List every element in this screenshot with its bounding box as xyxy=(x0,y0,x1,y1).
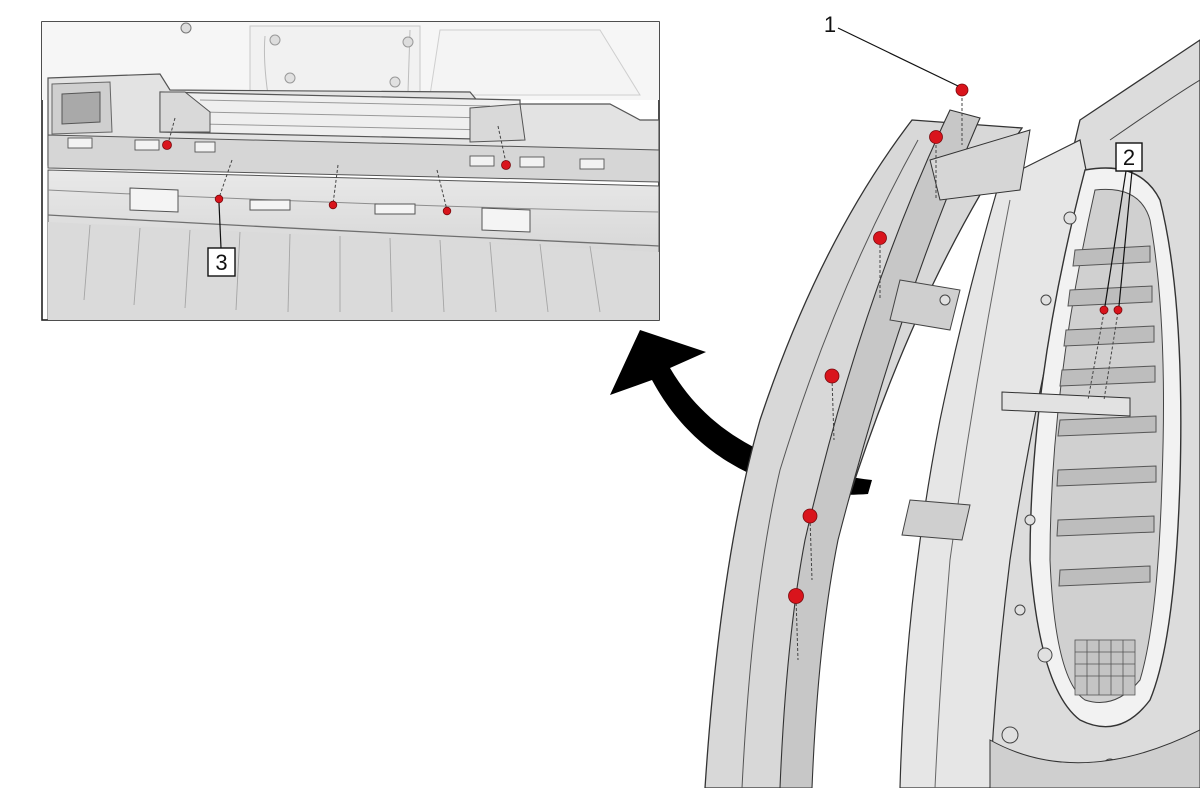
bolt-icon xyxy=(1001,726,1019,744)
push-pin-retainer-icon xyxy=(788,588,804,604)
bolt-icon xyxy=(284,72,296,84)
callout-1-leader xyxy=(837,27,959,87)
bolt-icon xyxy=(180,22,192,34)
push-pin-retainer-icon xyxy=(1099,305,1109,315)
bolt-icon xyxy=(939,294,951,306)
bolt-icon xyxy=(1024,514,1036,526)
bolt-icon xyxy=(1040,294,1052,306)
callout-2-leader-b xyxy=(1118,170,1133,307)
bolt-icon xyxy=(1014,604,1026,616)
main-fasteners xyxy=(788,83,1123,604)
push-pin-retainer-icon xyxy=(824,368,840,384)
bolt-icon xyxy=(402,36,414,48)
callout-2-box xyxy=(1115,142,1143,172)
fascia-clip xyxy=(481,207,531,233)
push-pin-retainer-icon xyxy=(162,140,172,150)
push-pin-retainer-icon xyxy=(442,206,452,216)
callout-3-box xyxy=(207,247,236,277)
bolt-icon xyxy=(269,34,281,46)
push-pin-retainer-icon xyxy=(873,231,887,245)
callout-3-label: 3 xyxy=(215,250,227,275)
main-vehicle-view xyxy=(704,39,1200,788)
bolt-icon xyxy=(1037,647,1053,663)
push-pin-retainer-icon xyxy=(955,83,969,97)
push-pin-retainer-icon xyxy=(929,130,943,144)
bolt-icon xyxy=(389,76,401,88)
lower-grate xyxy=(1074,639,1136,696)
push-pin-retainer-icon xyxy=(501,160,511,170)
push-pin-retainer-icon xyxy=(214,194,224,204)
bolt-icon xyxy=(1063,211,1077,225)
callout-2-leader-a xyxy=(1104,170,1127,307)
push-pin-retainer-icon xyxy=(802,508,818,524)
push-pin-retainer-icon xyxy=(328,200,338,210)
inset-artwork xyxy=(42,22,659,320)
inset-detail-view: 3 xyxy=(41,21,660,321)
callout-3-leader xyxy=(218,202,222,249)
fascia-clip xyxy=(129,187,179,213)
inset-fasteners xyxy=(162,140,511,216)
callout-1-label: 1 xyxy=(824,12,836,37)
push-pin-retainer-icon xyxy=(1113,305,1123,315)
callout-2-label: 2 xyxy=(1123,145,1135,170)
